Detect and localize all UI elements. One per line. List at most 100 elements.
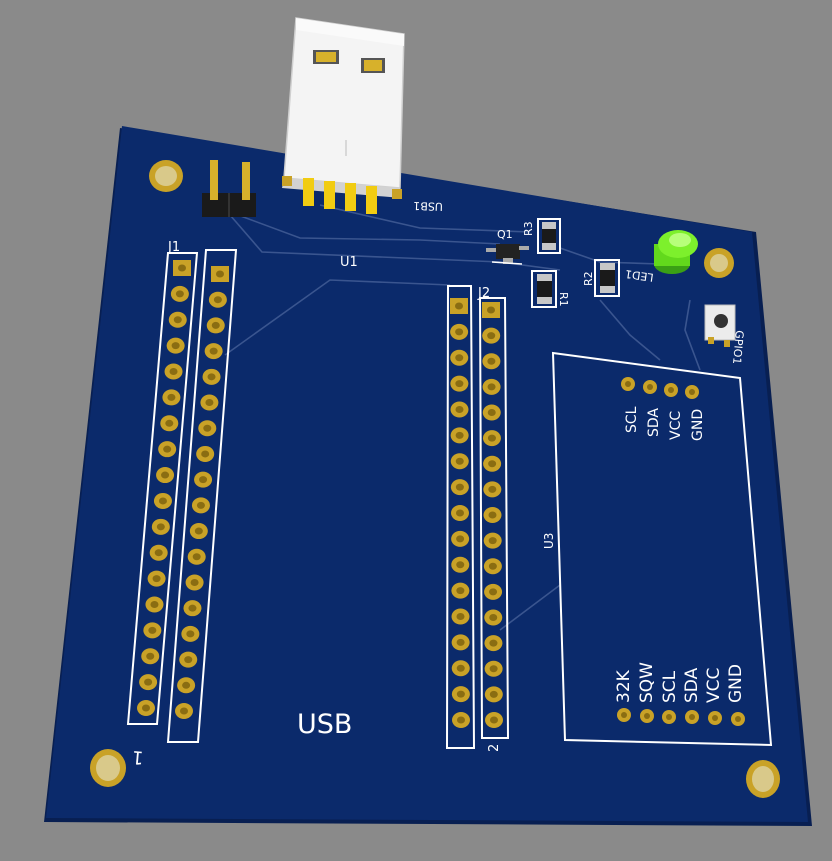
j1-pin-pad bbox=[194, 471, 213, 488]
usb1-label: USB1 bbox=[413, 199, 443, 213]
transistor-q1 bbox=[486, 244, 529, 265]
j2-pin-pad bbox=[450, 453, 469, 470]
j2-pin-pad bbox=[483, 507, 502, 523]
j1-pin-pad bbox=[206, 317, 225, 334]
u1-label: U1 bbox=[340, 255, 358, 270]
mounting-hole-icon bbox=[90, 749, 126, 787]
u3-bottom-pin-label: 32K bbox=[614, 669, 634, 703]
u3-top-pin-label: SCL bbox=[624, 406, 640, 433]
j1-pin-pad bbox=[139, 674, 158, 691]
r2-label: R2 bbox=[582, 271, 595, 286]
j1-pin-pad bbox=[145, 596, 164, 613]
u3-outline bbox=[551, 351, 773, 747]
j2-header bbox=[445, 285, 510, 749]
j2-pin-pad bbox=[483, 558, 502, 575]
u3-bottom-pin-label: SQW bbox=[637, 662, 657, 703]
j2-pin-pad bbox=[450, 427, 469, 444]
j2-pin-pad bbox=[484, 635, 503, 652]
j1-pin-pad bbox=[162, 389, 181, 406]
u3-top-pad bbox=[621, 377, 635, 391]
u3-top-pin-label: VCC bbox=[668, 411, 684, 440]
j1-pin-pad bbox=[151, 518, 170, 535]
power-jumper-header bbox=[202, 160, 256, 217]
j2-outline-left bbox=[445, 285, 476, 749]
j1-pin-pad bbox=[158, 441, 177, 458]
j1-pin-pad bbox=[179, 651, 198, 668]
j1-pin-pad bbox=[177, 677, 196, 694]
u3-bottom-pad bbox=[731, 712, 745, 726]
j1-pin-pad bbox=[189, 523, 208, 540]
mounting-holes bbox=[90, 160, 780, 798]
j2-pin-pad bbox=[482, 302, 500, 318]
j2-pin-pad bbox=[451, 686, 470, 703]
u3-bottom-pin-label: SDA bbox=[682, 667, 702, 703]
r3-label: R3 bbox=[522, 221, 535, 236]
j2-pin-pad bbox=[452, 712, 470, 728]
j1-pin-pad bbox=[191, 497, 210, 514]
j2-pin-pad bbox=[482, 404, 501, 421]
j1-pin-pad bbox=[160, 415, 179, 432]
j1-outline-left bbox=[126, 252, 199, 725]
j1-pin-pad bbox=[149, 544, 168, 561]
j1-pin-pad bbox=[168, 311, 187, 328]
j1-outline-right bbox=[166, 249, 238, 743]
j2-pin-pad bbox=[451, 660, 470, 677]
j2-pin-pad bbox=[451, 556, 470, 573]
pcb-board bbox=[46, 126, 808, 822]
u3-bottom-pad bbox=[708, 711, 722, 725]
u3-bottom-pad bbox=[662, 710, 676, 724]
u3-top-pin-label: SDA bbox=[646, 408, 662, 437]
j1-pin-pad bbox=[202, 368, 221, 385]
mounting-hole-icon bbox=[704, 248, 734, 278]
u3-bottom-pad bbox=[685, 710, 699, 724]
j1-pin-pad bbox=[181, 625, 200, 642]
j1-pin-pad bbox=[147, 570, 166, 587]
j1-pin-pad bbox=[204, 343, 223, 360]
j1-pin-pad bbox=[166, 337, 185, 354]
j2-pin-pad bbox=[451, 582, 470, 599]
j1-pin-pad bbox=[156, 467, 175, 484]
j1-pin-pad bbox=[170, 285, 189, 302]
resistor-r3 bbox=[537, 218, 561, 254]
r1-label: R1 bbox=[557, 292, 570, 307]
j2-pin-pad bbox=[483, 481, 502, 498]
j2-pin-pad bbox=[483, 455, 502, 472]
u3-module bbox=[551, 351, 773, 747]
j2-pin-pad bbox=[483, 532, 502, 549]
j1-header bbox=[126, 249, 238, 743]
u3-top-pin-label: GND bbox=[690, 409, 706, 441]
j1-pin-pad bbox=[200, 394, 219, 411]
q1-label: Q1 bbox=[497, 228, 513, 241]
led-icon bbox=[654, 230, 698, 274]
j2-pin-pad bbox=[450, 349, 469, 366]
j1-pin-pad bbox=[175, 703, 193, 719]
j1-pin-pad bbox=[164, 363, 183, 380]
j2-pin-pad bbox=[484, 660, 503, 677]
push-button-icon bbox=[704, 304, 736, 347]
j2-pin-pad bbox=[485, 712, 503, 728]
resistor-r1 bbox=[531, 270, 557, 308]
j1-pin-pad bbox=[211, 266, 229, 282]
gpio1-label: GPIO1 bbox=[730, 330, 746, 365]
u3-label: U3 bbox=[542, 533, 556, 549]
u3-bottom-pad bbox=[640, 709, 654, 723]
j2-pin-pad bbox=[450, 479, 469, 496]
pin2-marker: 2 bbox=[487, 744, 502, 752]
usb-board-label: USB bbox=[297, 709, 352, 740]
j2-pin-pad bbox=[451, 530, 470, 547]
u3-top-pad bbox=[664, 383, 678, 397]
j2-outline-right bbox=[478, 297, 510, 739]
j2-pin-pad bbox=[484, 583, 503, 600]
j2-pin-pad bbox=[450, 375, 469, 392]
j2-label: J2 bbox=[477, 286, 490, 301]
j1-pin-pad bbox=[153, 492, 172, 509]
u3-bottom-pin-label: VCC bbox=[704, 668, 724, 703]
j1-label: J1 bbox=[167, 240, 180, 255]
j2-pin-pad bbox=[482, 378, 501, 395]
j1-pin-pad bbox=[173, 260, 191, 276]
mounting-hole-icon bbox=[149, 160, 183, 192]
led1-label: LED1 bbox=[624, 267, 654, 284]
u3-top-pad bbox=[685, 385, 699, 399]
u3-bottom-pin-label: SCL bbox=[660, 670, 680, 703]
